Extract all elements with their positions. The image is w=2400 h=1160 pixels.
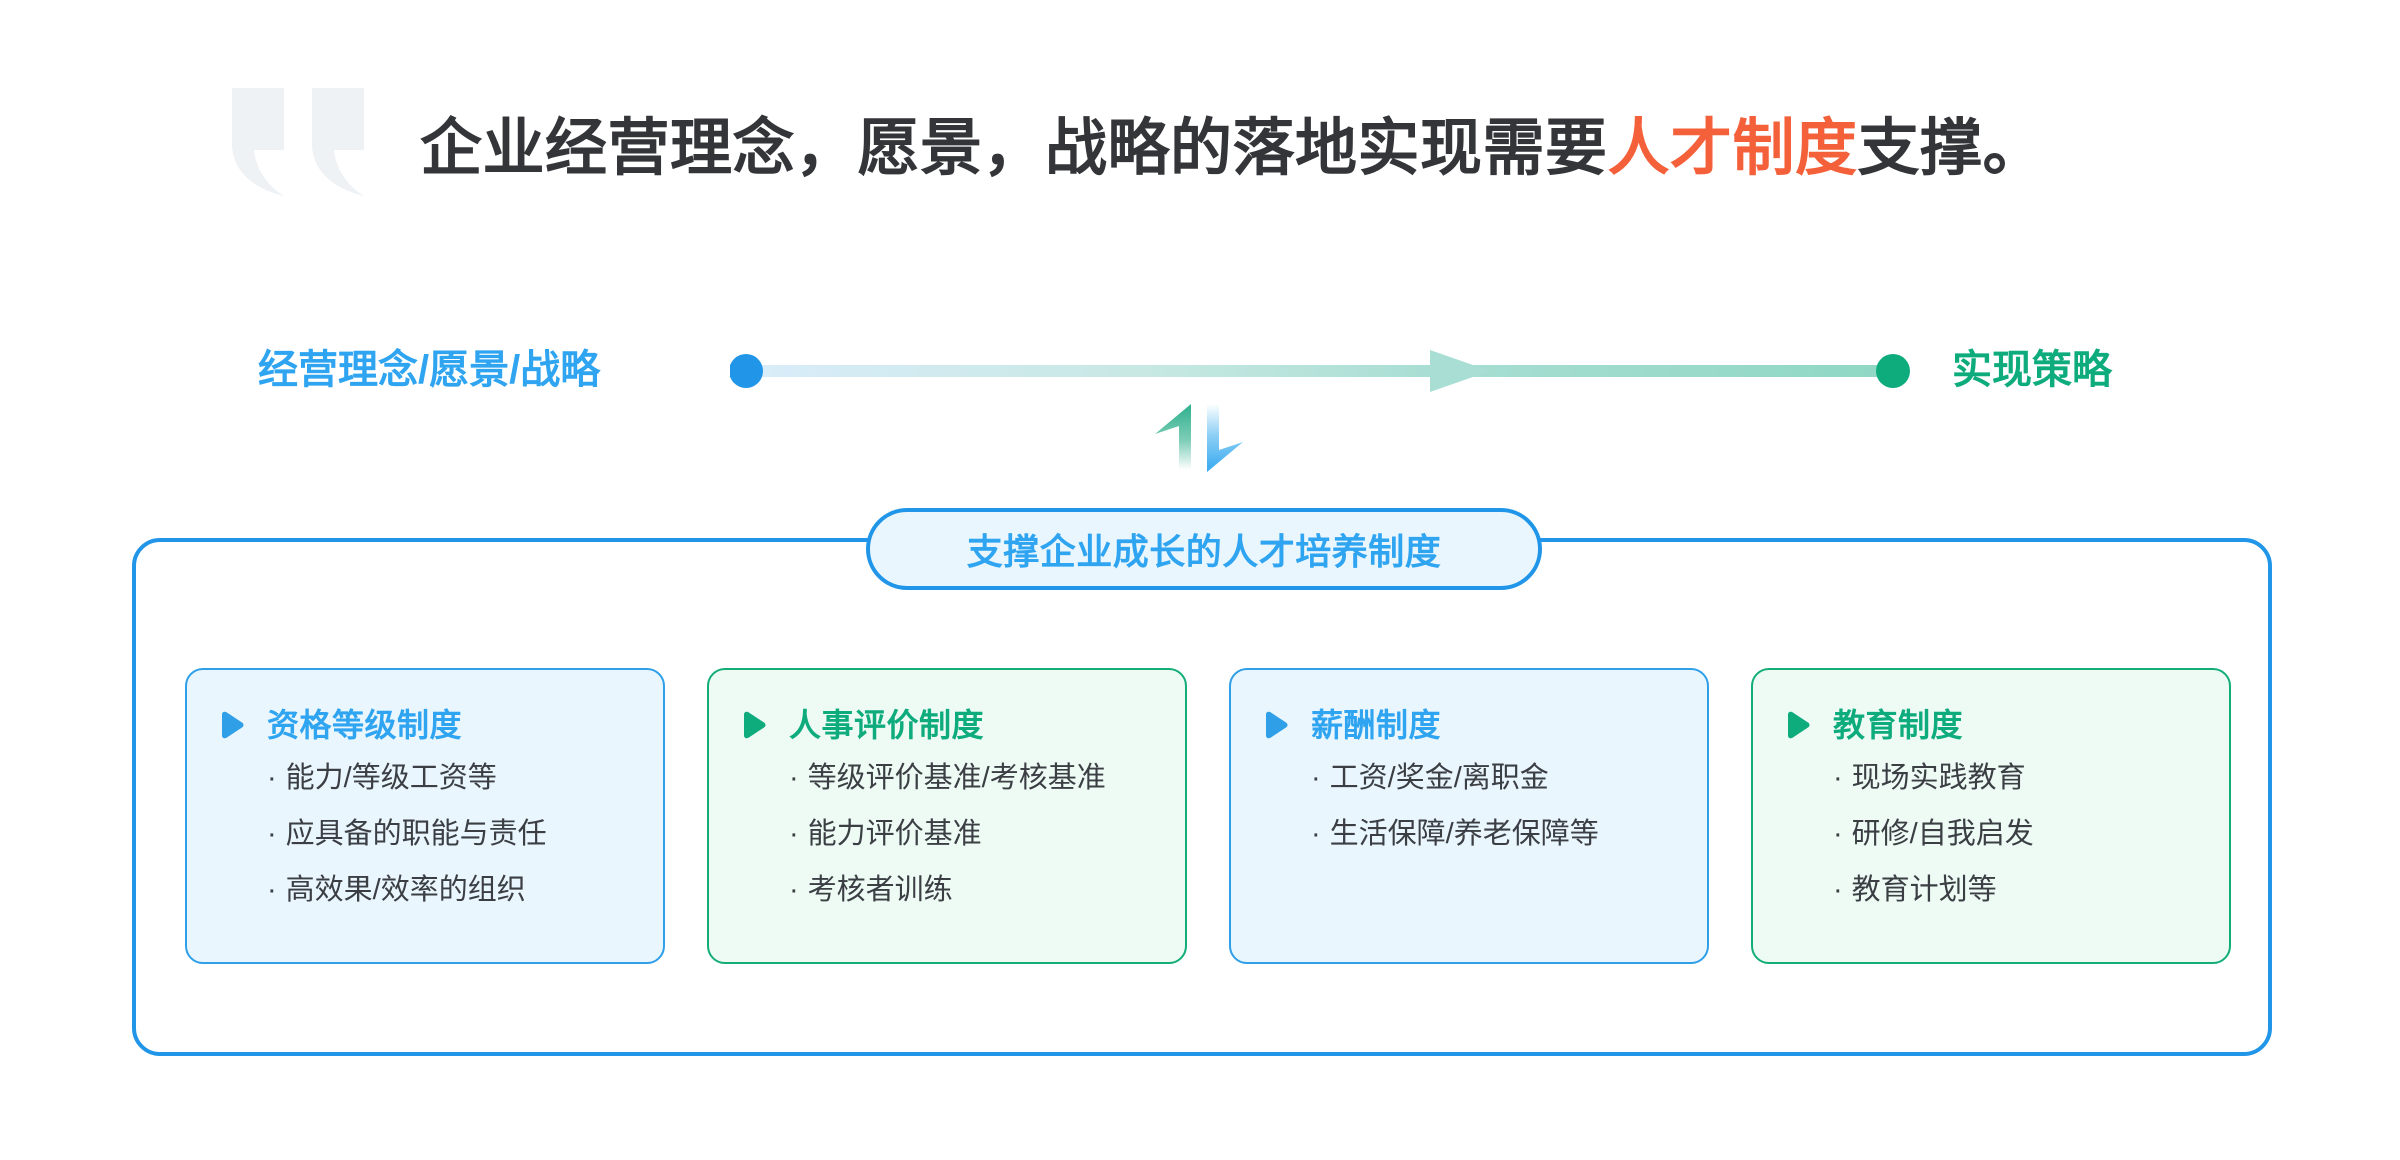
- card-qualification-system[interactable]: 资格等级制度 ·能力/等级工资等 ·应具备的职能与责任 ·高效果/效率的组织: [185, 668, 665, 964]
- system-badge-label: 支撑企业成长的人才培养制度: [966, 531, 1442, 572]
- headline-after: 支撑。: [1857, 114, 2046, 183]
- card-item-list: ·工资/奖金/离职金 ·生活保障/养老保障等: [1231, 764, 1707, 849]
- list-item: ·研修/自我启发: [1833, 820, 2229, 849]
- bullet-dot: ·: [1311, 818, 1321, 850]
- bullet-dot: ·: [1833, 762, 1843, 794]
- headline-accent: 人才制度: [1607, 114, 1858, 183]
- list-item-label: 考核者训练: [807, 874, 953, 906]
- play-triangle-icon: [219, 711, 245, 739]
- list-item-label: 工资/奖金/离职金: [1329, 762, 1549, 794]
- card-title: 教育制度: [1833, 707, 1964, 743]
- list-item-label: 能力/等级工资等: [285, 762, 497, 794]
- list-item-label: 等级评价基准/考核基准: [807, 762, 1106, 794]
- list-item-label: 现场实践教育: [1851, 762, 2026, 794]
- list-item-label: 应具备的职能与责任: [285, 818, 547, 850]
- flow-left-label: 经营理念/愿景/战略: [258, 348, 601, 392]
- up-down-arrows-icon: [1150, 400, 1260, 475]
- bullet-dot: ·: [789, 762, 799, 794]
- headline-before: 企业经营理念，愿景，战略的落地实现需要: [420, 114, 1608, 183]
- list-item: ·能力评价基准: [789, 820, 1185, 849]
- list-item-label: 研修/自我启发: [1851, 818, 2034, 850]
- list-item-label: 教育计划等: [1851, 874, 1997, 906]
- card-item-list: ·等级评价基准/考核基准 ·能力评价基准 ·考核者训练: [709, 764, 1185, 905]
- list-item: ·能力/等级工资等: [267, 764, 663, 793]
- bullet-dot: ·: [267, 874, 277, 906]
- list-item: ·高效果/效率的组织: [267, 876, 663, 905]
- card-item-list: ·现场实践教育 ·研修/自我启发 ·教育计划等: [1753, 764, 2229, 905]
- list-item: ·教育计划等: [1833, 876, 2229, 905]
- card-title-row: 教育制度: [1753, 704, 2229, 746]
- bullet-dot: ·: [1311, 762, 1321, 794]
- flow-right-label: 实现策略: [1952, 348, 2112, 392]
- card-list: 资格等级制度 ·能力/等级工资等 ·应具备的职能与责任 ·高效果/效率的组织 人…: [185, 668, 2233, 964]
- bullet-dot: ·: [789, 818, 799, 850]
- card-hr-evaluation-system[interactable]: 人事评价制度 ·等级评价基准/考核基准 ·能力评价基准 ·考核者训练: [707, 668, 1187, 964]
- list-item: ·现场实践教育: [1833, 764, 2229, 793]
- play-triangle-icon: [741, 711, 767, 739]
- list-item: ·等级评价基准/考核基准: [789, 764, 1185, 793]
- bullet-dot: ·: [1833, 818, 1843, 850]
- play-triangle-icon: [1785, 711, 1811, 739]
- card-title: 薪酬制度: [1311, 707, 1442, 743]
- header-section: 企业经营理念，愿景，战略的落地实现需要人才制度支撑。: [0, 0, 2400, 260]
- card-compensation-system[interactable]: 薪酬制度 ·工资/奖金/离职金 ·生活保障/养老保障等: [1229, 668, 1709, 964]
- system-badge: 支撑企业成长的人才培养制度: [866, 508, 1542, 590]
- card-title-row: 资格等级制度: [187, 704, 663, 746]
- card-title-row: 人事评价制度: [709, 704, 1185, 746]
- list-item-label: 生活保障/养老保障等: [1329, 818, 1599, 850]
- quote-mark-icon: [232, 88, 372, 198]
- bullet-dot: ·: [789, 874, 799, 906]
- list-item: ·生活保障/养老保障等: [1311, 820, 1707, 849]
- card-title-row: 薪酬制度: [1231, 704, 1707, 746]
- page-title: 企业经营理念，愿景，战略的落地实现需要人才制度支撑。: [420, 118, 2045, 180]
- list-item-label: 能力评价基准: [807, 818, 982, 850]
- list-item: ·应具备的职能与责任: [267, 820, 663, 849]
- bullet-dot: ·: [267, 818, 277, 850]
- flow-arrow-track: [729, 348, 1910, 394]
- list-item: ·考核者训练: [789, 876, 1185, 905]
- card-item-list: ·能力/等级工资等 ·应具备的职能与责任 ·高效果/效率的组织: [187, 764, 663, 905]
- card-title: 资格等级制度: [267, 707, 463, 743]
- list-item: ·工资/奖金/离职金: [1311, 764, 1707, 793]
- bullet-dot: ·: [267, 762, 277, 794]
- bullet-dot: ·: [1833, 874, 1843, 906]
- list-item-label: 高效果/效率的组织: [285, 874, 526, 906]
- card-title: 人事评价制度: [789, 707, 985, 743]
- play-triangle-icon: [1263, 711, 1289, 739]
- card-education-system[interactable]: 教育制度 ·现场实践教育 ·研修/自我启发 ·教育计划等: [1751, 668, 2231, 964]
